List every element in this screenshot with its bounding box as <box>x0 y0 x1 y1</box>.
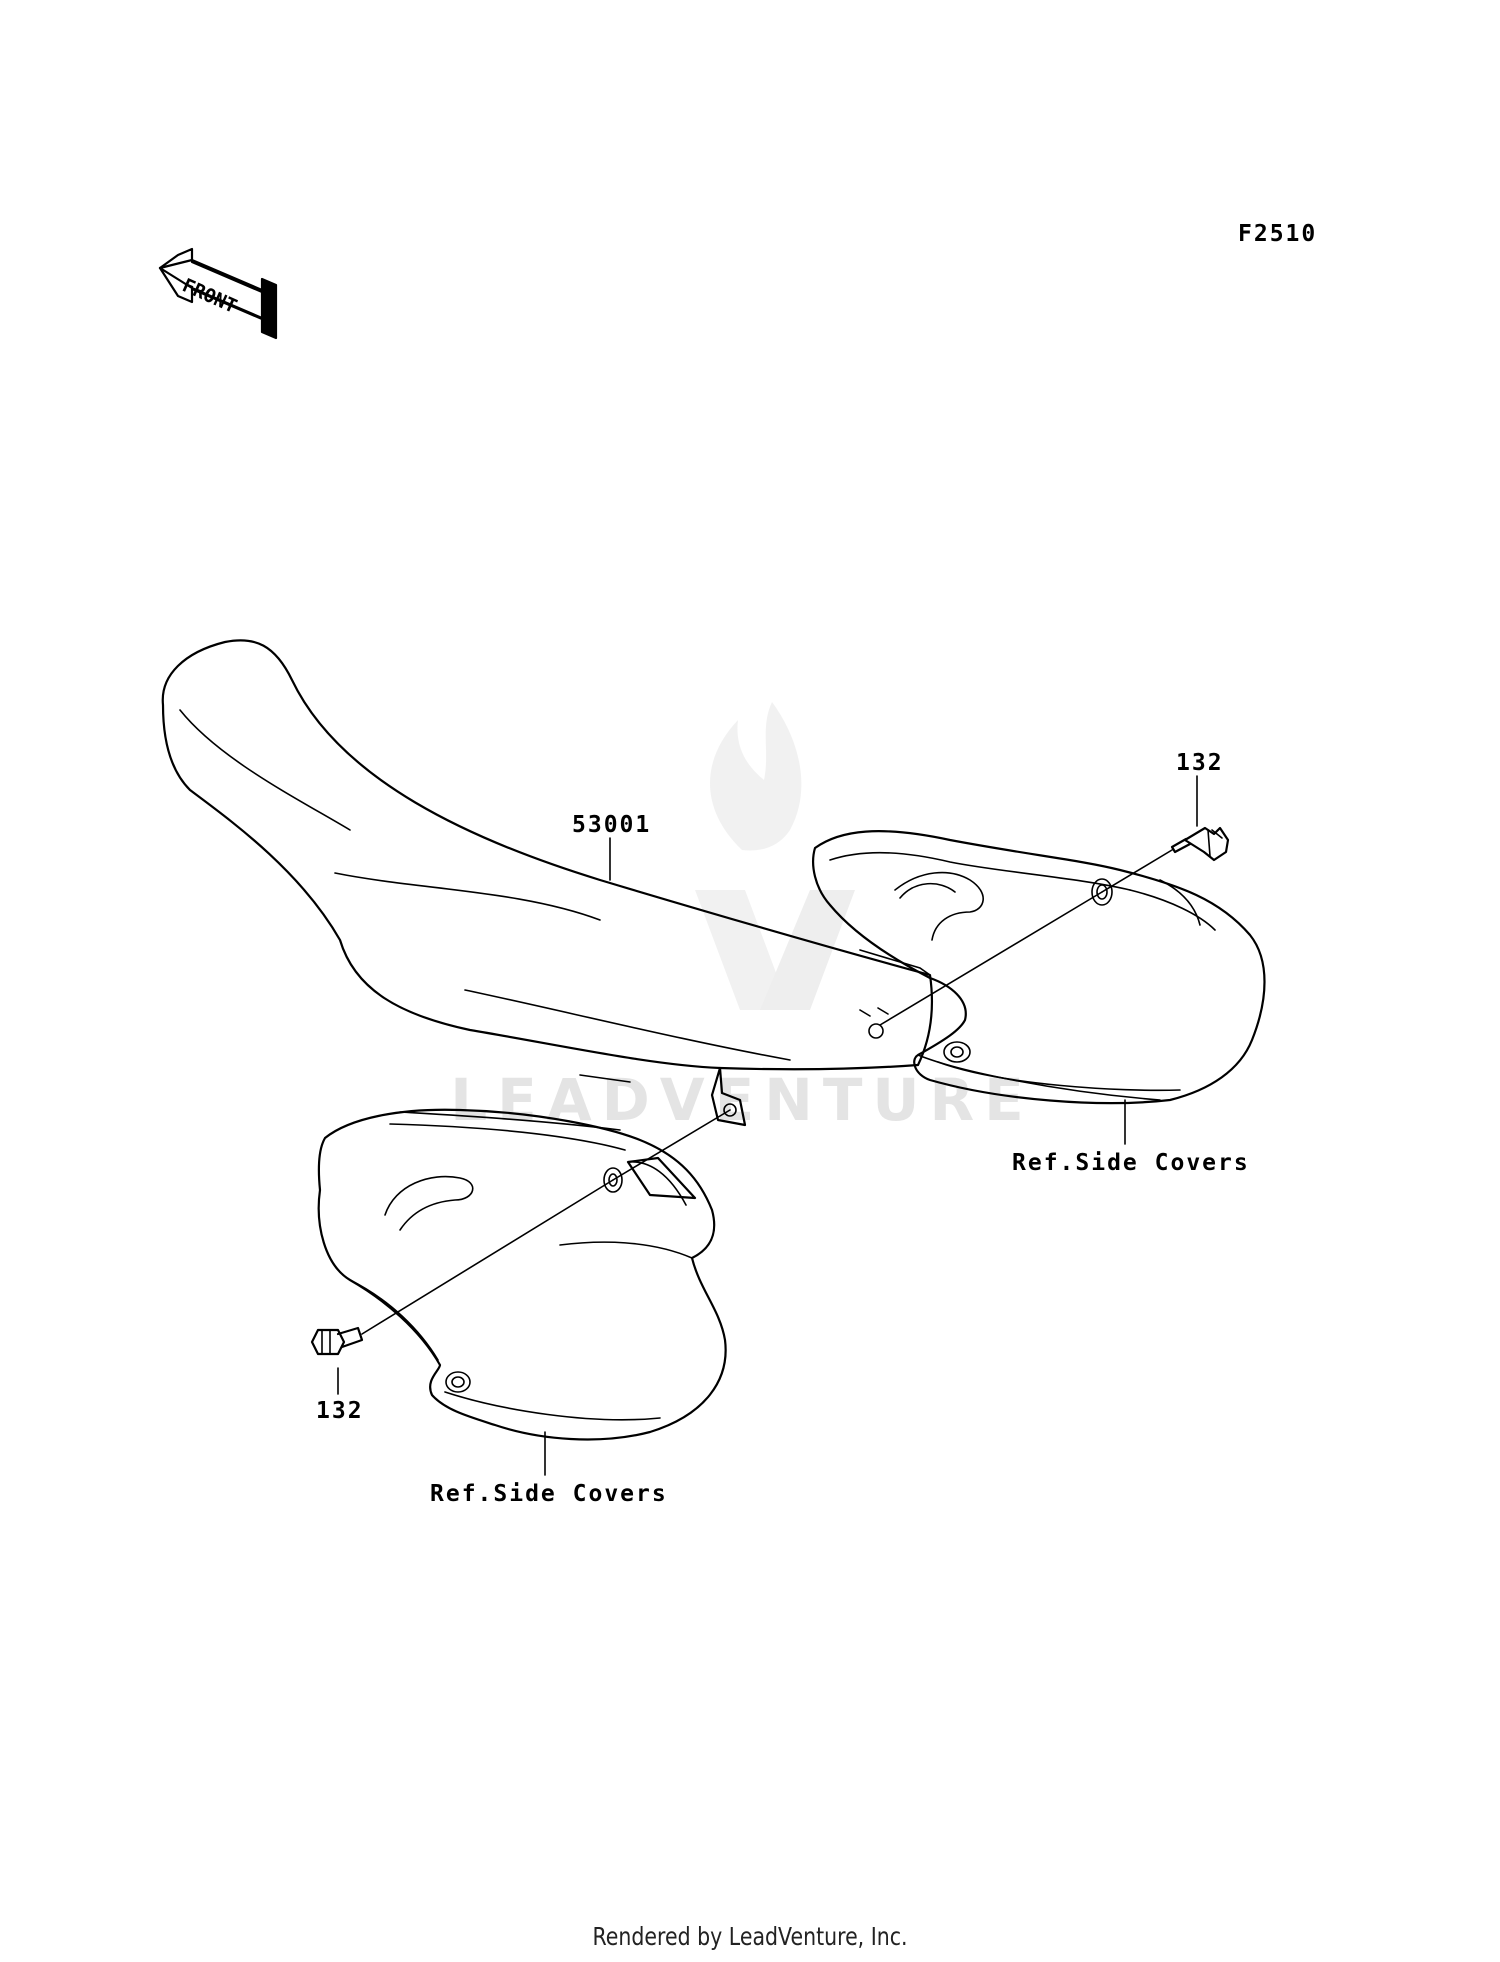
callout-bolt-right-132: 132 <box>1176 750 1224 776</box>
front-arrow-label: FRONT <box>179 274 240 317</box>
bolt-right-icon <box>1170 826 1230 862</box>
callout-bolt-left-132: 132 <box>316 1398 364 1424</box>
seat-part <box>161 639 933 1127</box>
diagram-code: F2510 <box>1238 221 1317 247</box>
right-side-cover <box>812 830 1266 1105</box>
footer-credit: Rendered by LeadVenture, Inc. <box>592 1922 908 1951</box>
bolt-left-icon <box>310 1326 364 1356</box>
callout-ref-side-covers-right: Ref.Side Covers <box>1012 1150 1250 1176</box>
left-side-cover <box>317 1108 727 1441</box>
callout-ref-side-covers-left: Ref.Side Covers <box>430 1481 668 1507</box>
leader-lines <box>337 775 1198 1476</box>
callout-seat-53001: 53001 <box>572 812 651 838</box>
front-arrow-icon: FRONT <box>158 247 278 340</box>
flame-logo-icon <box>695 702 855 1010</box>
